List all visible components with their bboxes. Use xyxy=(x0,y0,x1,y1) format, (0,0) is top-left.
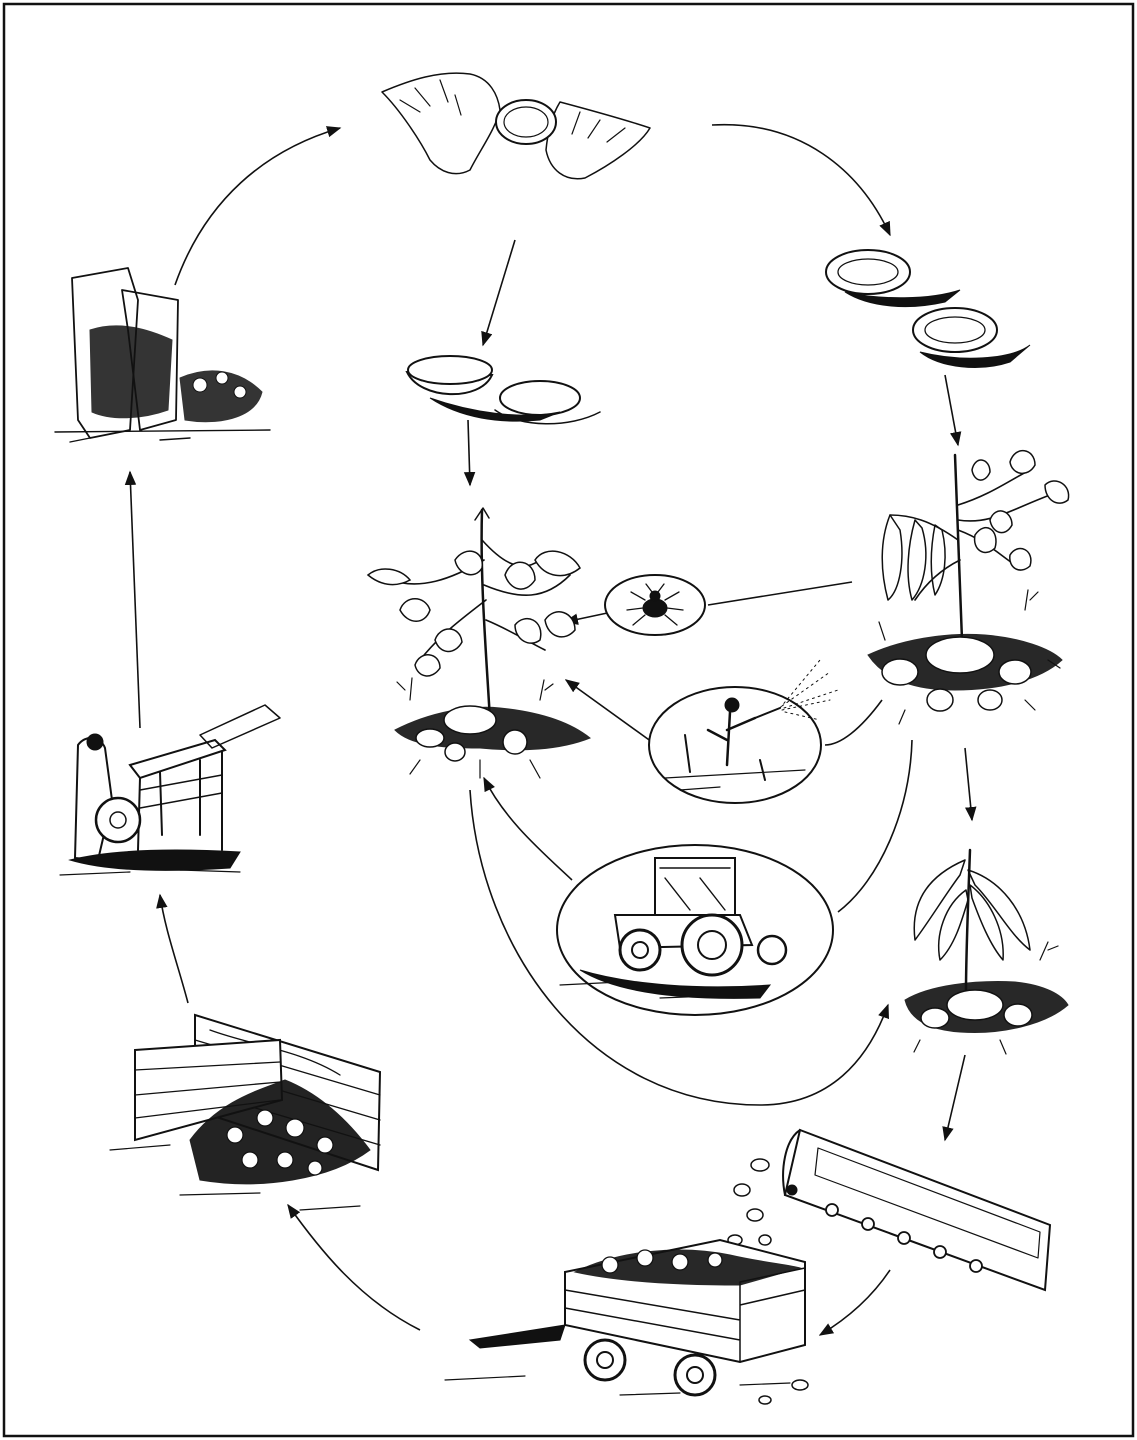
potato-plant-icon xyxy=(368,508,590,778)
arrow-cutting-to-left-pieces xyxy=(483,240,515,345)
arrow-right-plant-to-wilted xyxy=(965,748,972,820)
arrow-storage-to-grading xyxy=(160,895,188,1003)
grading-table-icon xyxy=(60,705,280,875)
storage-pile-icon xyxy=(110,1015,380,1210)
arrow-conveyor-to-trailer xyxy=(820,1270,890,1335)
cut-tuber-halves-icon xyxy=(407,356,600,424)
arrow-grading-to-sacks xyxy=(130,472,140,728)
potato-sacks-icon xyxy=(55,268,270,442)
arrow-right-plant-to-beetle xyxy=(708,582,852,605)
sprayer-person-icon xyxy=(649,660,838,803)
cut-tuber-halves-icon xyxy=(826,250,1030,367)
trailer-cart-icon xyxy=(445,1240,808,1404)
wilted-potato-plant-icon xyxy=(905,850,1068,1054)
arrow-left-pieces-to-plant xyxy=(468,420,470,485)
arrow-sacks-to-cutting xyxy=(175,128,340,285)
beetle-icon xyxy=(605,575,705,635)
arrow-wilted-to-conveyor xyxy=(945,1055,965,1140)
arrow-right-plant-to-tractor xyxy=(838,740,912,912)
hands-cutting-tuber-icon xyxy=(382,73,650,179)
arrow-right-pieces-to-plant xyxy=(945,375,958,445)
arrow-right-plant-to-sprayer xyxy=(825,700,882,745)
arrow-tractor-to-left-plant xyxy=(484,778,572,880)
potato-plant-icon xyxy=(868,451,1069,724)
arrow-trailer-to-storage xyxy=(288,1205,420,1330)
tractor-icon xyxy=(557,845,833,1015)
arrow-cutting-to-right-pieces xyxy=(712,125,890,235)
